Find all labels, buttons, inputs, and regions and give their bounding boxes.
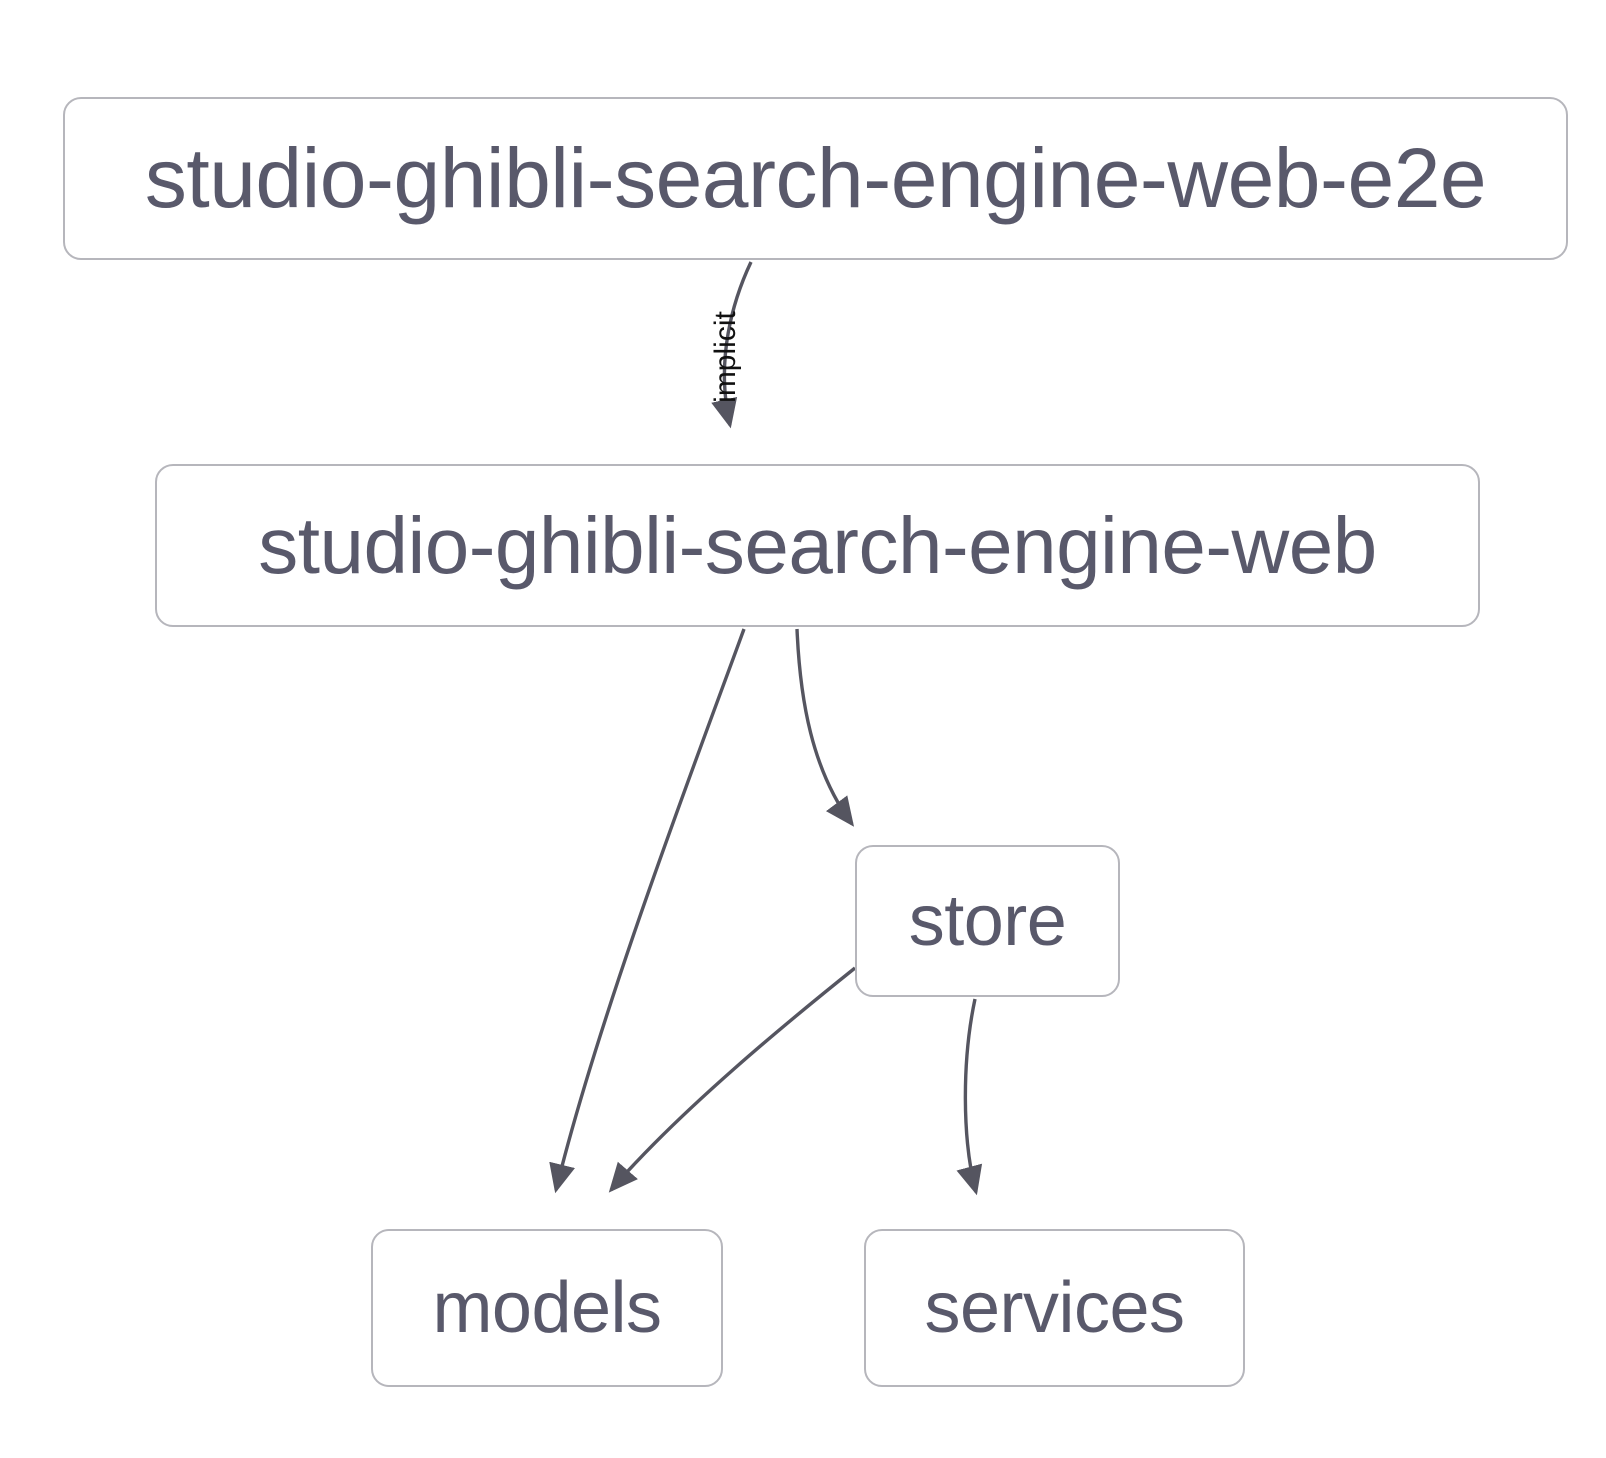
graph-node-label: services	[924, 1268, 1185, 1348]
edge-store-to-services-path	[956, 998, 983, 1196]
graph-node-studio-ghibli-search-engine-web[interactable]: studio-ghibli-search-engine-web	[155, 464, 1480, 627]
graph-node-models[interactable]: models	[371, 1229, 723, 1387]
edge-label-implicit: implicit	[709, 311, 742, 403]
graph-node-services[interactable]: services	[864, 1229, 1245, 1387]
edge-web-to-store-path	[795, 628, 855, 827]
graph-node-label: models	[432, 1268, 662, 1348]
edge-e2e-to-web-path	[711, 261, 753, 429]
graph-node-studio-ghibli-search-engine-web-e2e[interactable]: studio-ghibli-search-engine-web-e2e	[63, 97, 1568, 260]
graph-node-label: store	[908, 881, 1067, 961]
graph-node-label: studio-ghibli-search-engine-web	[258, 500, 1377, 590]
graph-node-label: studio-ghibli-search-engine-web-e2e	[144, 131, 1487, 225]
edge-web-to-models-path	[549, 628, 746, 1194]
edge-store-to-models-path	[608, 966, 857, 1193]
graph-node-store[interactable]: store	[855, 845, 1120, 997]
